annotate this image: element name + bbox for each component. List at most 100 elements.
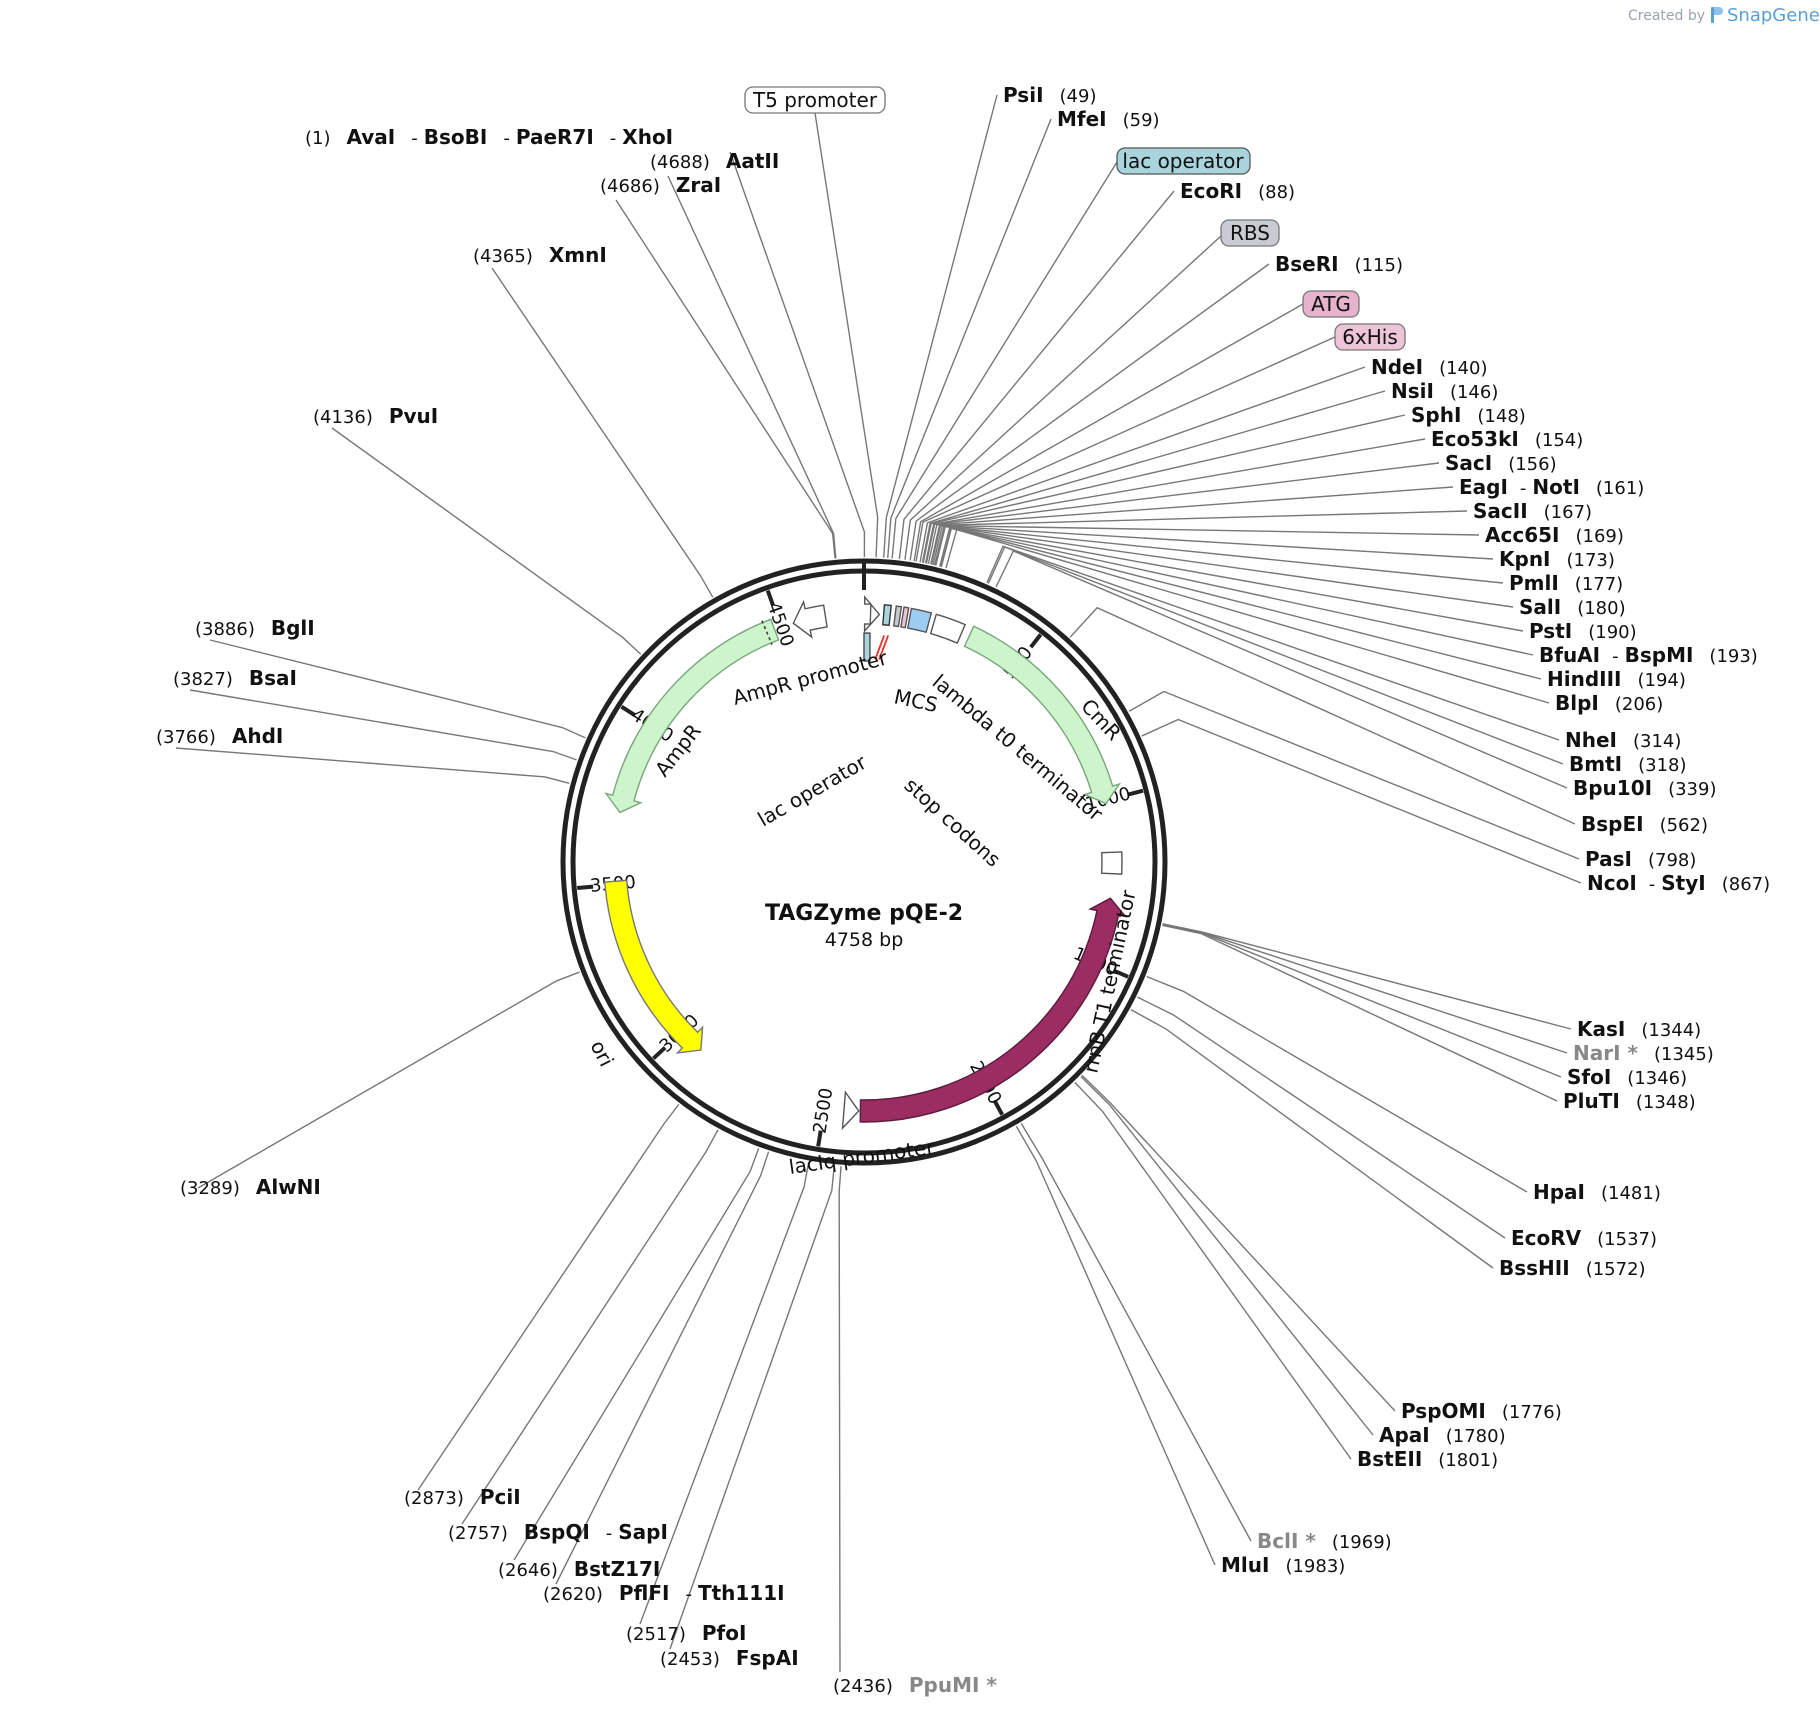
svg-text:BssHII(1572): BssHII(1572) <box>1499 1256 1646 1280</box>
svg-text:EcoRI(88): EcoRI(88) <box>1180 179 1295 203</box>
enzyme-site-hindiii: HindIII(194) <box>1547 667 1686 691</box>
svg-text:ATG: ATG <box>1311 292 1351 316</box>
tick-3500 <box>576 884 594 891</box>
feature-6xhis-box <box>900 606 910 629</box>
enzyme-site-bsai: (3827)BsaI <box>173 666 297 690</box>
enzyme-site-kpni: KpnI(173) <box>1499 547 1615 571</box>
svg-text:PasI(798): PasI(798) <box>1585 847 1696 871</box>
label-lac-operator-inner: lac operator <box>754 750 872 832</box>
svg-text:EagI-NotI(161): EagI-NotI(161) <box>1459 475 1644 499</box>
tick-3000 <box>652 1046 667 1060</box>
svg-text:NcoI-StyI(867): NcoI-StyI(867) <box>1587 871 1770 895</box>
enzyme-site-bspei: BspEI(562) <box>1581 812 1708 836</box>
boxed-t5-promoter: T5 promoter <box>744 86 886 114</box>
enzyme-site-psti: PstI(190) <box>1529 619 1637 643</box>
plasmid-name: TAGZyme pQE-2 <box>765 901 963 926</box>
enzyme-site-sphi: SphI(148) <box>1411 403 1526 427</box>
brand-name: SnapGene <box>1727 5 1820 26</box>
enzyme-site-bsshii: BssHII(1572) <box>1499 1256 1646 1280</box>
enzyme-site-zrai: (4686)ZraI <box>600 173 721 197</box>
svg-text:T5 promoter: T5 promoter <box>752 88 878 112</box>
feature-lambda-t0-box <box>929 613 967 644</box>
feature-ampr-arrow <box>604 618 780 814</box>
svg-text:HindIII(194): HindIII(194) <box>1547 667 1686 691</box>
svg-text:6xHis: 6xHis <box>1342 325 1398 349</box>
enzyme-site-pmli: PmlI(177) <box>1509 571 1623 595</box>
enzyme-site-apai: ApaI(1780) <box>1379 1423 1506 1447</box>
enzyme-site-bspqi: (2757)BspQI-SapI <box>448 1520 668 1544</box>
enzyme-labels: PsiI(49)MfeI(59) EcoRI(88) BseRI(115) NdeI(… <box>156 83 1770 1697</box>
tick-500 <box>1029 633 1043 649</box>
svg-text:BseRI(115): BseRI(115) <box>1275 252 1403 276</box>
feature-cmr-arrow <box>963 625 1122 805</box>
feature-ori-arrow <box>604 879 704 1054</box>
enzyme-site-nsii: NsiI(146) <box>1391 379 1498 403</box>
svg-text:(2517)PfoI: (2517)PfoI <box>626 1621 746 1645</box>
enzyme-site-pspomi: PspOMI(1776) <box>1401 1399 1562 1423</box>
svg-text:NsiI(146): NsiI(146) <box>1391 379 1498 403</box>
label-laciq-promoter: lacIq promoter <box>787 1135 936 1179</box>
tick-4000 <box>620 704 637 717</box>
enzyme-site-eagi: EagI-NotI(161) <box>1459 475 1644 499</box>
svg-text:PstI(190): PstI(190) <box>1529 619 1637 643</box>
snapgene-logo-icon <box>1711 7 1723 23</box>
svg-text:(4688)AatII: (4688)AatII <box>650 149 779 173</box>
svg-text:(2757)BspQI-SapI: (2757)BspQI-SapI <box>448 1520 668 1544</box>
enzyme-site-psii: PsiI(49) <box>1003 83 1096 107</box>
svg-text:ApaI(1780): ApaI(1780) <box>1379 1423 1506 1447</box>
enzyme-site-aatii: (4688)AatII <box>650 149 779 173</box>
svg-text:PmlI(177): PmlI(177) <box>1509 571 1623 595</box>
svg-text:EcoRV(1537): EcoRV(1537) <box>1511 1226 1657 1250</box>
svg-text:BstEII(1801): BstEII(1801) <box>1357 1447 1498 1471</box>
boxed-atg: ATG <box>1302 290 1360 318</box>
svg-text:(4686)ZraI: (4686)ZraI <box>600 173 721 197</box>
tick-1500 <box>1112 968 1129 979</box>
boxed-6xhis: 6xHis <box>1334 323 1406 351</box>
enzyme-site-hpai: HpaI(1481) <box>1533 1180 1661 1204</box>
svg-text:SphI(148): SphI(148) <box>1411 403 1526 427</box>
label-ampr-promoter: AmpR promoter <box>730 645 890 710</box>
leader-lines <box>175 94 1582 1673</box>
tick-label-2500: 2500 <box>809 1086 837 1135</box>
enzyme-site-sfoi: SfoI(1346) <box>1567 1065 1687 1089</box>
svg-text:NdeI(140): NdeI(140) <box>1371 355 1487 379</box>
svg-text:MluI(1983): MluI(1983) <box>1221 1553 1345 1577</box>
enzyme-site-ahdi: (3766)AhdI <box>156 724 283 748</box>
svg-text:KpnI(173): KpnI(173) <box>1499 547 1615 571</box>
ampr-dotted-boundary <box>761 620 773 645</box>
enzyme-site-eco53ki: Eco53kI(154) <box>1431 427 1583 451</box>
enzyme-site-saci: SacI(156) <box>1445 451 1557 475</box>
enzyme-site-mfei: MfeI(59) <box>1057 107 1160 131</box>
enzyme-site-fspai: (2453)FspAI <box>660 1646 799 1670</box>
tick-2500 <box>816 1130 823 1147</box>
boxed-rbs: RBS <box>1220 219 1280 247</box>
svg-text:BlpI(206): BlpI(206) <box>1555 691 1663 715</box>
svg-text:(4136)PvuI: (4136)PvuI <box>313 404 438 428</box>
svg-text:PspOMI(1776): PspOMI(1776) <box>1401 1399 1562 1423</box>
stop-codon-mark-2 <box>878 635 890 660</box>
svg-text:BspEI(562): BspEI(562) <box>1581 812 1708 836</box>
svg-text:BfuAI-BspMI(193): BfuAI-BspMI(193) <box>1539 643 1758 667</box>
enzyme-site-acc65i: Acc65I(169) <box>1485 523 1624 547</box>
credit-text: Created by <box>1628 8 1705 24</box>
boxed-lac-operator: lac operator <box>1116 147 1251 175</box>
svg-text:SacI(156): SacI(156) <box>1445 451 1557 475</box>
svg-text:PluTI(1348): PluTI(1348) <box>1563 1089 1696 1113</box>
svg-text:BclI *(1969): BclI *(1969) <box>1257 1529 1392 1553</box>
enzyme-site-pvui: (4136)PvuI <box>313 404 438 428</box>
enzyme-site-bfuai: BfuAI-BspMI(193) <box>1539 643 1758 667</box>
svg-text:KasI(1344): KasI(1344) <box>1577 1017 1701 1041</box>
svg-text:(3766)AhdI: (3766)AhdI <box>156 724 283 748</box>
svg-text:SacII(167): SacII(167) <box>1473 499 1592 523</box>
svg-text:(4365)XmnI: (4365)XmnI <box>473 243 607 267</box>
svg-text:HpaI(1481): HpaI(1481) <box>1533 1180 1661 1204</box>
svg-text:NarI *(1345): NarI *(1345) <box>1573 1041 1714 1065</box>
svg-text:PsiI(49): PsiI(49) <box>1003 83 1096 107</box>
enzyme-site-bmti: BmtI(318) <box>1569 752 1687 776</box>
svg-text:Acc65I(169): Acc65I(169) <box>1485 523 1624 547</box>
svg-text:Eco53kI(154): Eco53kI(154) <box>1431 427 1583 451</box>
svg-text:(2620)PflFI-Tth111I: (2620)PflFI-Tth111I <box>543 1581 785 1605</box>
enzyme-site-ecorv: EcoRV(1537) <box>1511 1226 1657 1250</box>
